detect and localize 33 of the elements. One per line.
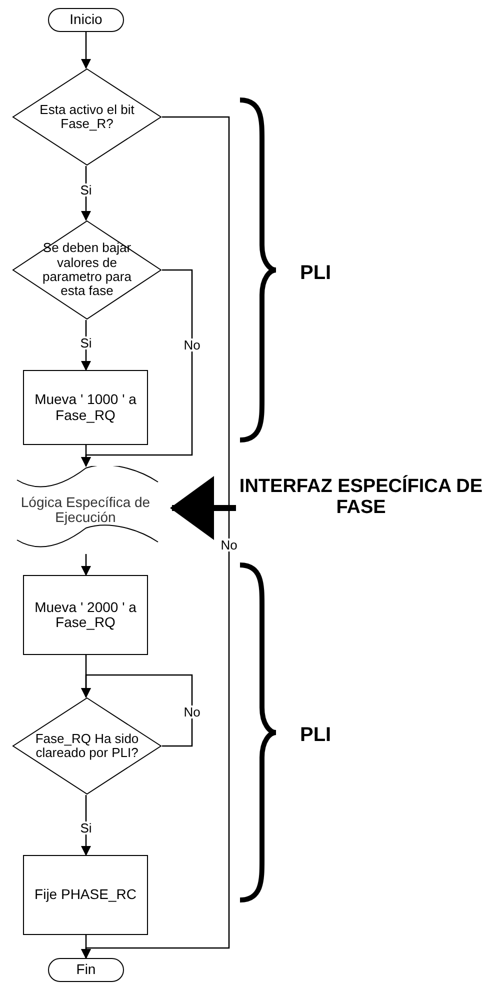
process-box bbox=[23, 370, 148, 445]
edge-label: Si bbox=[79, 336, 93, 350]
node-text: Fije PHASE_RC bbox=[34, 887, 136, 903]
process-box bbox=[23, 575, 148, 655]
arrow bbox=[81, 32, 91, 69]
node-text: Fin bbox=[76, 962, 96, 978]
decision-diamond bbox=[12, 68, 162, 166]
node-text: Esta activo el bit Fase_R? bbox=[38, 102, 136, 132]
edge-label: Si bbox=[79, 822, 93, 834]
arrow bbox=[170, 476, 236, 540]
arrow bbox=[81, 554, 91, 576]
arrow bbox=[81, 445, 91, 467]
bracket-label: PLI bbox=[300, 261, 332, 286]
node-text: Fase_RQ Ha sido clareado por PLI? bbox=[34, 732, 140, 760]
decision-diamond bbox=[12, 220, 162, 320]
node-text: INTERFAZ ESPECÍFICA DE FASE bbox=[238, 477, 484, 519]
node-text: Mueva ' 2000 ' a Fase_RQ bbox=[34, 600, 138, 630]
arrow bbox=[81, 795, 91, 856]
edge-label: No bbox=[182, 706, 202, 718]
arrow bbox=[81, 674, 193, 747]
node-text: Se deben bajar valores de parametro para esta fase bbox=[42, 241, 132, 299]
decision-diamond bbox=[12, 697, 162, 795]
edge-label: No bbox=[220, 538, 238, 552]
node-text: Inicio bbox=[70, 12, 102, 28]
node-text: Lógica Específica de Ejecución bbox=[20, 494, 152, 526]
node-text: Mueva ' 1000 ' a Fase_RQ bbox=[34, 392, 138, 423]
process-box bbox=[23, 855, 148, 935]
bracket-label: PLI bbox=[300, 723, 332, 748]
arrow bbox=[81, 935, 91, 959]
terminal-box bbox=[48, 8, 124, 32]
edge-label: No bbox=[182, 338, 202, 352]
edge-label: Si bbox=[79, 184, 93, 196]
terminal-box bbox=[48, 958, 124, 982]
